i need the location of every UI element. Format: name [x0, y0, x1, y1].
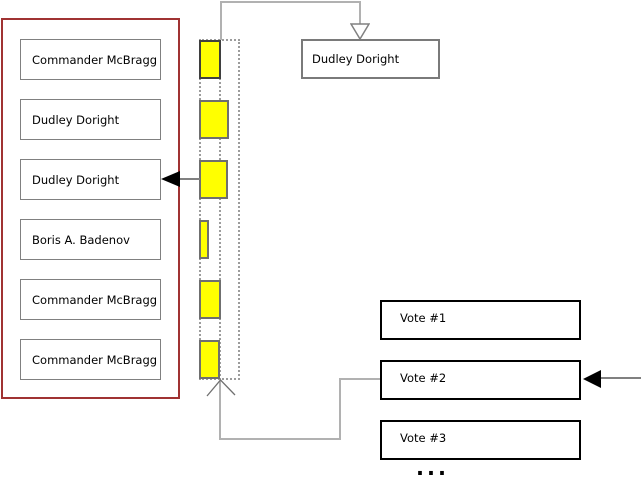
vote-label: Vote #3	[400, 431, 447, 445]
candidate-node[interactable]: Commander McBragg	[20, 339, 161, 380]
candidate-node[interactable]: Dudley Doright	[20, 99, 161, 140]
edge-vote-bottom-horizontal	[219, 438, 341, 440]
arrow-up-open-icon	[206, 379, 236, 397]
arrow-down-open-icon	[350, 23, 370, 40]
candidate-label: Boris A. Badenov	[32, 232, 130, 247]
candidate-label: Dudley Doright	[32, 172, 120, 187]
tally-bar[interactable]	[199, 100, 229, 139]
candidate-node[interactable]: Commander McBragg	[20, 279, 161, 320]
vote-label: Vote #2	[400, 371, 447, 385]
tally-bar[interactable]	[199, 40, 221, 79]
edge-winner-left-vertical	[220, 1, 222, 40]
vote-node[interactable]: Vote #2	[380, 360, 581, 400]
candidate-node[interactable]: Dudley Doright	[20, 159, 161, 200]
winner-node[interactable]: Dudley Doright	[301, 39, 440, 79]
vote-label: Vote #1	[400, 311, 447, 325]
more-votes-ellipsis: ...	[416, 456, 449, 480]
edge-vote-right-vertical	[339, 379, 341, 440]
candidate-label: Commander McBragg	[32, 292, 158, 307]
edge-winner-horizontal	[220, 1, 361, 3]
tally-bar[interactable]	[199, 160, 228, 199]
edge-vote-to-box-horizontal	[339, 378, 380, 380]
tally-bar[interactable]	[199, 340, 220, 379]
ballot-dotted-divider	[219, 39, 221, 380]
candidate-node[interactable]: Boris A. Badenov	[20, 219, 161, 260]
edge-vote-shaft-vertical	[219, 381, 221, 439]
edge-winner-right-vertical	[359, 1, 361, 25]
candidate-label: Dudley Doright	[32, 112, 120, 127]
candidate-node[interactable]: Commander McBragg	[20, 39, 161, 80]
tally-bar[interactable]	[199, 220, 209, 259]
edge-incoming-vote	[600, 377, 641, 379]
candidate-label: Commander McBragg	[32, 52, 158, 67]
candidate-label: Commander McBragg	[32, 352, 158, 367]
candidates-panel	[1, 18, 180, 399]
vote-node[interactable]: Vote #3	[380, 420, 581, 460]
tally-bar[interactable]	[199, 280, 221, 319]
vote-node[interactable]: Vote #1	[380, 300, 581, 340]
arrow-left-filled-icon	[583, 370, 601, 388]
winner-label: Dudley Doright	[312, 52, 400, 66]
arrow-left-filled-icon	[161, 171, 180, 187]
edge-selected-candidate	[179, 178, 200, 180]
